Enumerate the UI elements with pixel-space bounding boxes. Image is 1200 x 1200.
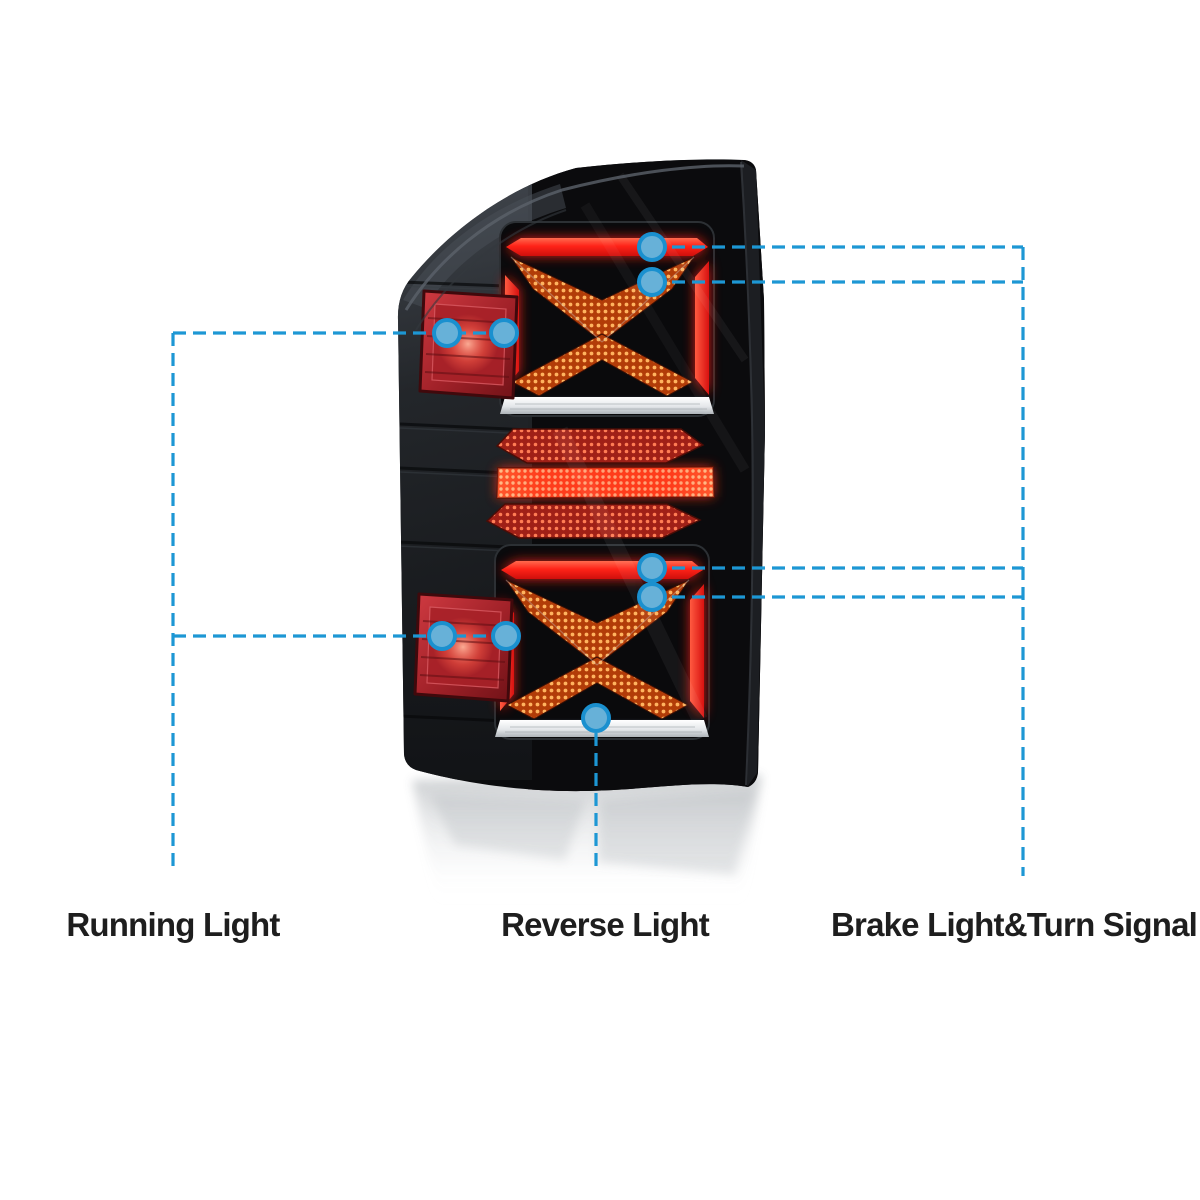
- callout-dot: [637, 582, 667, 612]
- callout-dots: [427, 232, 667, 733]
- brake-bar-right: [695, 261, 709, 395]
- callout-dot: [491, 621, 521, 651]
- callout-dot: [637, 232, 667, 262]
- callout-dot: [489, 318, 519, 348]
- gloss-streak: [580, 202, 750, 473]
- callout-dot: [581, 703, 611, 733]
- floor-reflection: [412, 775, 762, 905]
- panel-seam-highlights: [398, 285, 531, 553]
- turn-chevron-upper: [509, 255, 696, 343]
- callout-dot: [637, 267, 667, 297]
- callout-lines: [171, 245, 1025, 876]
- callout-dot: [427, 621, 457, 651]
- mid-band-upper: [495, 428, 705, 464]
- bezel-highlight: [404, 164, 745, 311]
- callout-dot: [432, 318, 462, 348]
- label-brake-turn-signal: Brake Light&Turn Signal: [830, 906, 1198, 943]
- label-reverse-light: Reverse Light: [501, 906, 710, 943]
- reverse-strip: [500, 397, 714, 414]
- chrome-hairlines: [510, 256, 695, 343]
- panel-seams: [398, 280, 531, 724]
- mid-band-lower: [485, 503, 702, 539]
- housing-side-wall: [741, 160, 765, 787]
- callout-dot: [637, 553, 667, 583]
- label-running-light: Running Light: [66, 906, 280, 943]
- top-left-sheen: [403, 184, 566, 308]
- gloss-streak: [616, 172, 749, 363]
- gloss-streak: [552, 426, 708, 724]
- lamp-interior: [397, 160, 765, 792]
